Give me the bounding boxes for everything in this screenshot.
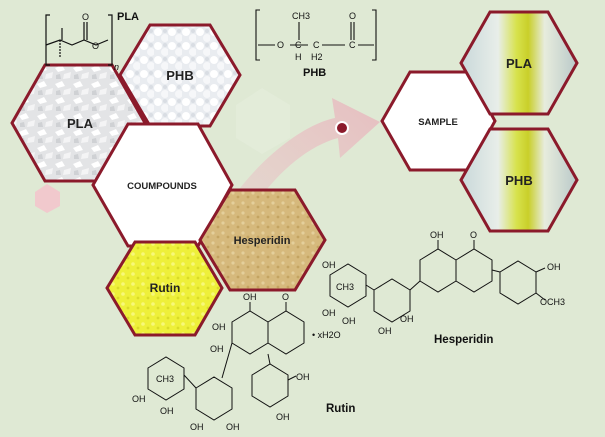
hesp-o-1: O	[470, 230, 477, 240]
pla-chain-o: O	[92, 41, 99, 51]
rutin-oh-2: OH	[212, 322, 226, 332]
phb-o-top: O	[349, 11, 356, 21]
phb-c2: C	[313, 40, 320, 50]
hesperidin-hex-label: Hesperidin	[234, 235, 291, 247]
rutin-structure	[147, 302, 305, 421]
rutin-oh-8: OH	[296, 372, 310, 382]
phb-ch3: CH3	[292, 11, 310, 21]
phb-o-left: O	[277, 40, 284, 50]
rutin-oh-1: OH	[243, 292, 257, 302]
rutin-structure-name: Rutin	[326, 403, 355, 415]
pla-structure-title: PLA	[117, 11, 139, 23]
rutin-ch3: CH3	[156, 374, 174, 384]
rutin-o: O	[282, 292, 289, 302]
pla-structure	[45, 14, 113, 66]
compounds-hexagon: COUMPOUNDS	[91, 122, 234, 248]
pla-hex-label: PLA	[67, 116, 94, 131]
rutin-oh-3: OH	[210, 344, 224, 354]
hesp-oh-6: OH	[400, 314, 414, 324]
decor-hexagon	[35, 184, 60, 213]
arrow-dot	[335, 121, 349, 135]
phb-hex-label: PHB	[166, 68, 193, 83]
decor-hexagon	[236, 88, 290, 154]
phb-c1: C	[295, 40, 302, 50]
hesp-oh-3: OH	[322, 308, 336, 318]
sample-hexagon: SAMPLE	[380, 70, 497, 172]
phb-h2: H2	[311, 52, 323, 62]
phb-c3: C	[349, 40, 356, 50]
hesp-oh-1: OH	[430, 230, 444, 240]
rutin-oh-4: OH	[132, 394, 146, 404]
sample-phb-label: PHB	[505, 173, 532, 188]
hesperidin-structure-name: Hesperidin	[434, 334, 493, 346]
rutin-oh-9: OH	[276, 412, 290, 422]
phb-structure-title: PHB	[303, 67, 326, 79]
hesp-oh-5: OH	[378, 326, 392, 336]
hesp-oh-7: OH	[322, 260, 336, 270]
sample-pla-label: PLA	[506, 56, 533, 71]
rutin-oh-7: OH	[226, 422, 240, 432]
pla-subscript: n	[114, 62, 119, 72]
compounds-label: COUMPOUNDS	[127, 181, 197, 192]
sample-label: SAMPLE	[418, 117, 458, 128]
hesperidin-hexagon: Hesperidin	[198, 188, 327, 292]
process-arrow	[205, 98, 380, 255]
phb-hexagon: PHB	[118, 23, 242, 128]
rutin-oh-6: OH	[190, 422, 204, 432]
sample-pla-hexagon: PLA	[459, 10, 579, 116]
hesp-ch3: CH3	[336, 282, 354, 292]
rutin-hexagon: Rutin	[105, 240, 224, 337]
phb-structure	[255, 9, 377, 61]
rutin-water: • xH2O	[312, 330, 341, 340]
rutin-oh-5: OH	[160, 406, 174, 416]
pla-ester-o: O	[82, 12, 89, 22]
hesp-oh-4: OH	[342, 316, 356, 326]
hesp-och3: OCH3	[540, 297, 565, 307]
rutin-hex-label: Rutin	[150, 281, 181, 295]
sample-phb-hexagon: PHB	[459, 127, 579, 233]
hesperidin-structure	[329, 240, 546, 323]
hesp-oh-2: OH	[547, 262, 561, 272]
phb-h: H	[295, 52, 302, 62]
